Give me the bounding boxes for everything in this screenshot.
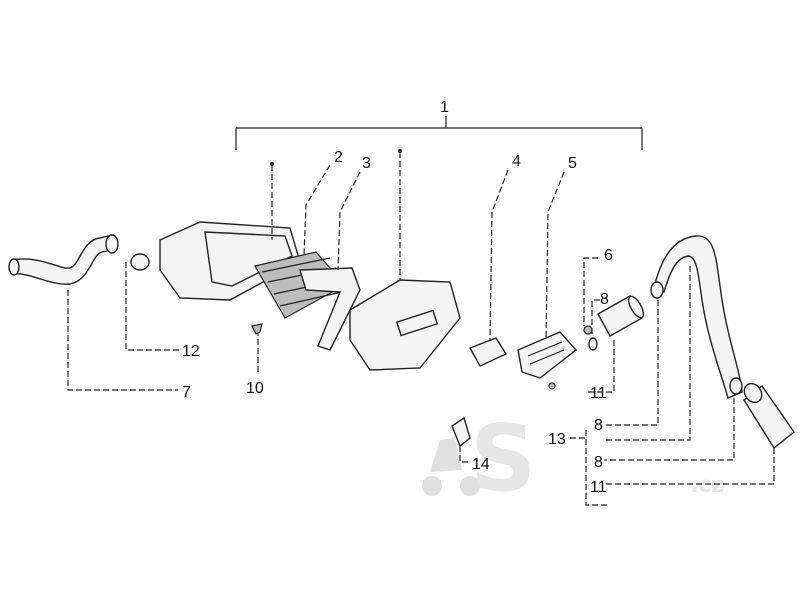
callout-6: 6 [604,247,613,264]
callout-2: 2 [334,149,343,166]
callout-4: 4 [512,153,521,170]
airbox-cover-part [349,279,461,371]
callout-13: 13 [548,431,566,448]
callout-11b: 11 [590,479,607,496]
clamp-ring-part-12 [130,253,150,271]
tube-part-11b [743,382,795,450]
watermark: S .cz [422,405,724,512]
watermark-letter: S [470,405,536,512]
hose-part-7 [8,234,119,285]
screw-part-6 [583,325,593,335]
callout-11a: 11 [590,385,607,402]
callout-14: 14 [472,456,490,473]
reed-plate-part-5 [517,331,578,390]
assembly-bracket [235,116,643,150]
callout-10: 10 [246,380,264,397]
watermark-domain: .cz [690,473,724,498]
callout-7: 7 [182,384,191,401]
gasket-part-3 [299,267,361,351]
screw-part-10 [251,323,263,335]
callout-8b: 8 [594,417,603,434]
callout-5: 5 [568,155,577,172]
callout-8a: 8 [600,291,609,308]
callout-12: 12 [182,343,200,360]
bracket-part-14 [451,416,471,448]
tube-part-11a [597,295,645,337]
callout-3: 3 [362,155,371,172]
callout-1: 1 [440,99,449,116]
reed-block-part-4 [468,337,508,367]
scooter-logo-icon [422,438,480,496]
leader-lines [67,149,775,506]
long-hose-part [650,235,743,399]
callout-8c: 8 [594,454,603,471]
clip-part-8a [588,337,598,351]
